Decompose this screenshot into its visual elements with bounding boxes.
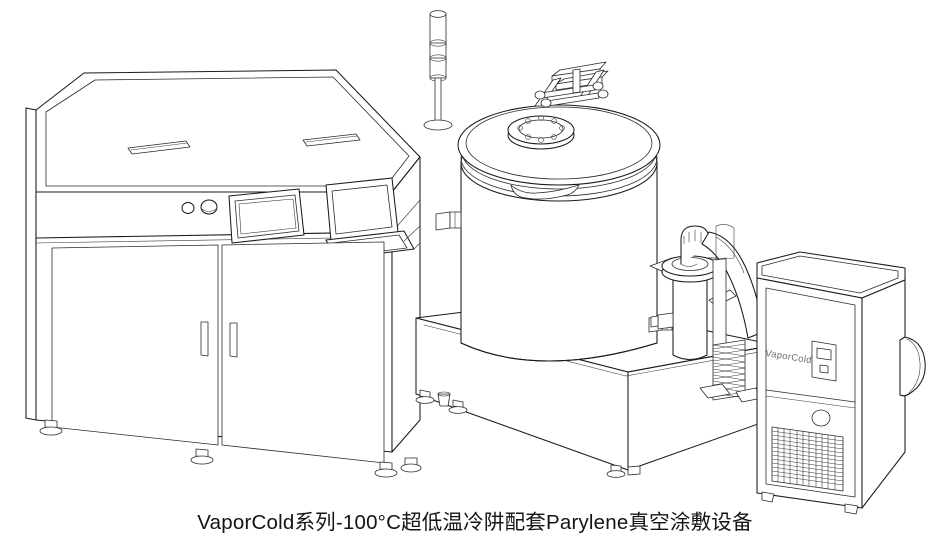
- hmi-screen-area[interactable]: [238, 198, 297, 235]
- cabinet-doors[interactable]: [51, 241, 385, 464]
- cabinet-leveling-feet: [39, 419, 422, 478]
- chiller-foot: [761, 491, 775, 503]
- flange-bolt: [525, 118, 531, 124]
- monitor-screen[interactable]: [331, 184, 393, 235]
- chamber-latch-handle[interactable]: [510, 184, 580, 200]
- leveling-foot: [39, 419, 63, 436]
- indicator-lamp[interactable]: [181, 201, 195, 215]
- control-cabinet: [25, 69, 422, 478]
- leveling-foot: [400, 457, 422, 473]
- cold-trap-assembly: [649, 224, 764, 403]
- flange-bolt: [525, 134, 531, 140]
- clamp-knob: [597, 89, 609, 99]
- leveling-foot: [190, 448, 214, 465]
- chiller-unit: VaporCold: [756, 251, 926, 515]
- chamber-side-port-left: [435, 211, 462, 231]
- door-handle-left[interactable]: [200, 321, 209, 357]
- platform-corner-block: [627, 465, 641, 476]
- flange-bolt: [538, 137, 544, 143]
- leveling-foot: [606, 464, 626, 478]
- cold-trap-valve: [650, 312, 674, 330]
- lid-clamp-bracket[interactable]: [534, 61, 609, 108]
- cabinet-top-panel: [35, 69, 421, 193]
- chiller-side-bulge: [899, 336, 926, 397]
- power-button[interactable]: [200, 199, 218, 215]
- chiller-display: [816, 347, 832, 361]
- flange-bolt: [559, 125, 565, 131]
- stack-light-pole: [434, 77, 442, 125]
- hmi-touchscreen-panel[interactable]: [228, 188, 305, 244]
- clamp-knob: [540, 98, 552, 108]
- leveling-foot: [448, 399, 468, 414]
- flange-bore: [518, 119, 564, 139]
- support-post: [712, 257, 727, 353]
- flange-bolt: [551, 118, 557, 124]
- platform-leveling-feet: [415, 389, 641, 478]
- figure-caption: VaporCold系列-100°C超低温冷阱配套Parylene真空涂敷设备: [197, 511, 753, 534]
- cabinet-door-right[interactable]: [221, 241, 385, 464]
- flange-bolt: [538, 115, 544, 121]
- lid-slot-handle-right: [302, 133, 361, 147]
- lid-slot-handle-left: [127, 140, 191, 155]
- chiller-grille: [771, 426, 844, 492]
- cabinet-door-left[interactable]: [51, 244, 219, 446]
- bellows-hose: [701, 231, 764, 339]
- clamp-knob: [592, 81, 604, 91]
- clamp-center-post: [572, 68, 581, 94]
- flange-bolt: [517, 125, 523, 131]
- stack-light-tower: [423, 10, 453, 131]
- chiller-side-panel: [861, 279, 906, 509]
- cabinet-indicator-buttons[interactable]: [181, 199, 218, 215]
- lid-flange-port: [507, 115, 575, 150]
- pump-foot: [699, 383, 731, 399]
- stack-light-base: [423, 119, 453, 131]
- leveling-foot: [415, 389, 435, 404]
- clamp-knob: [534, 90, 546, 100]
- leveling-foot: [374, 461, 398, 478]
- post-cap: [715, 224, 735, 261]
- door-handle-right[interactable]: [229, 322, 238, 358]
- flange-bolt: [551, 134, 557, 140]
- vacuum-chamber: [435, 61, 673, 362]
- chiller-control-panel[interactable]: [811, 340, 837, 382]
- cold-trap-vessel: [672, 271, 708, 361]
- chiller-port-knob[interactable]: [811, 409, 831, 427]
- chiller-foot: [844, 503, 859, 515]
- drip-cup: [437, 393, 451, 407]
- chiller-button[interactable]: [819, 364, 829, 374]
